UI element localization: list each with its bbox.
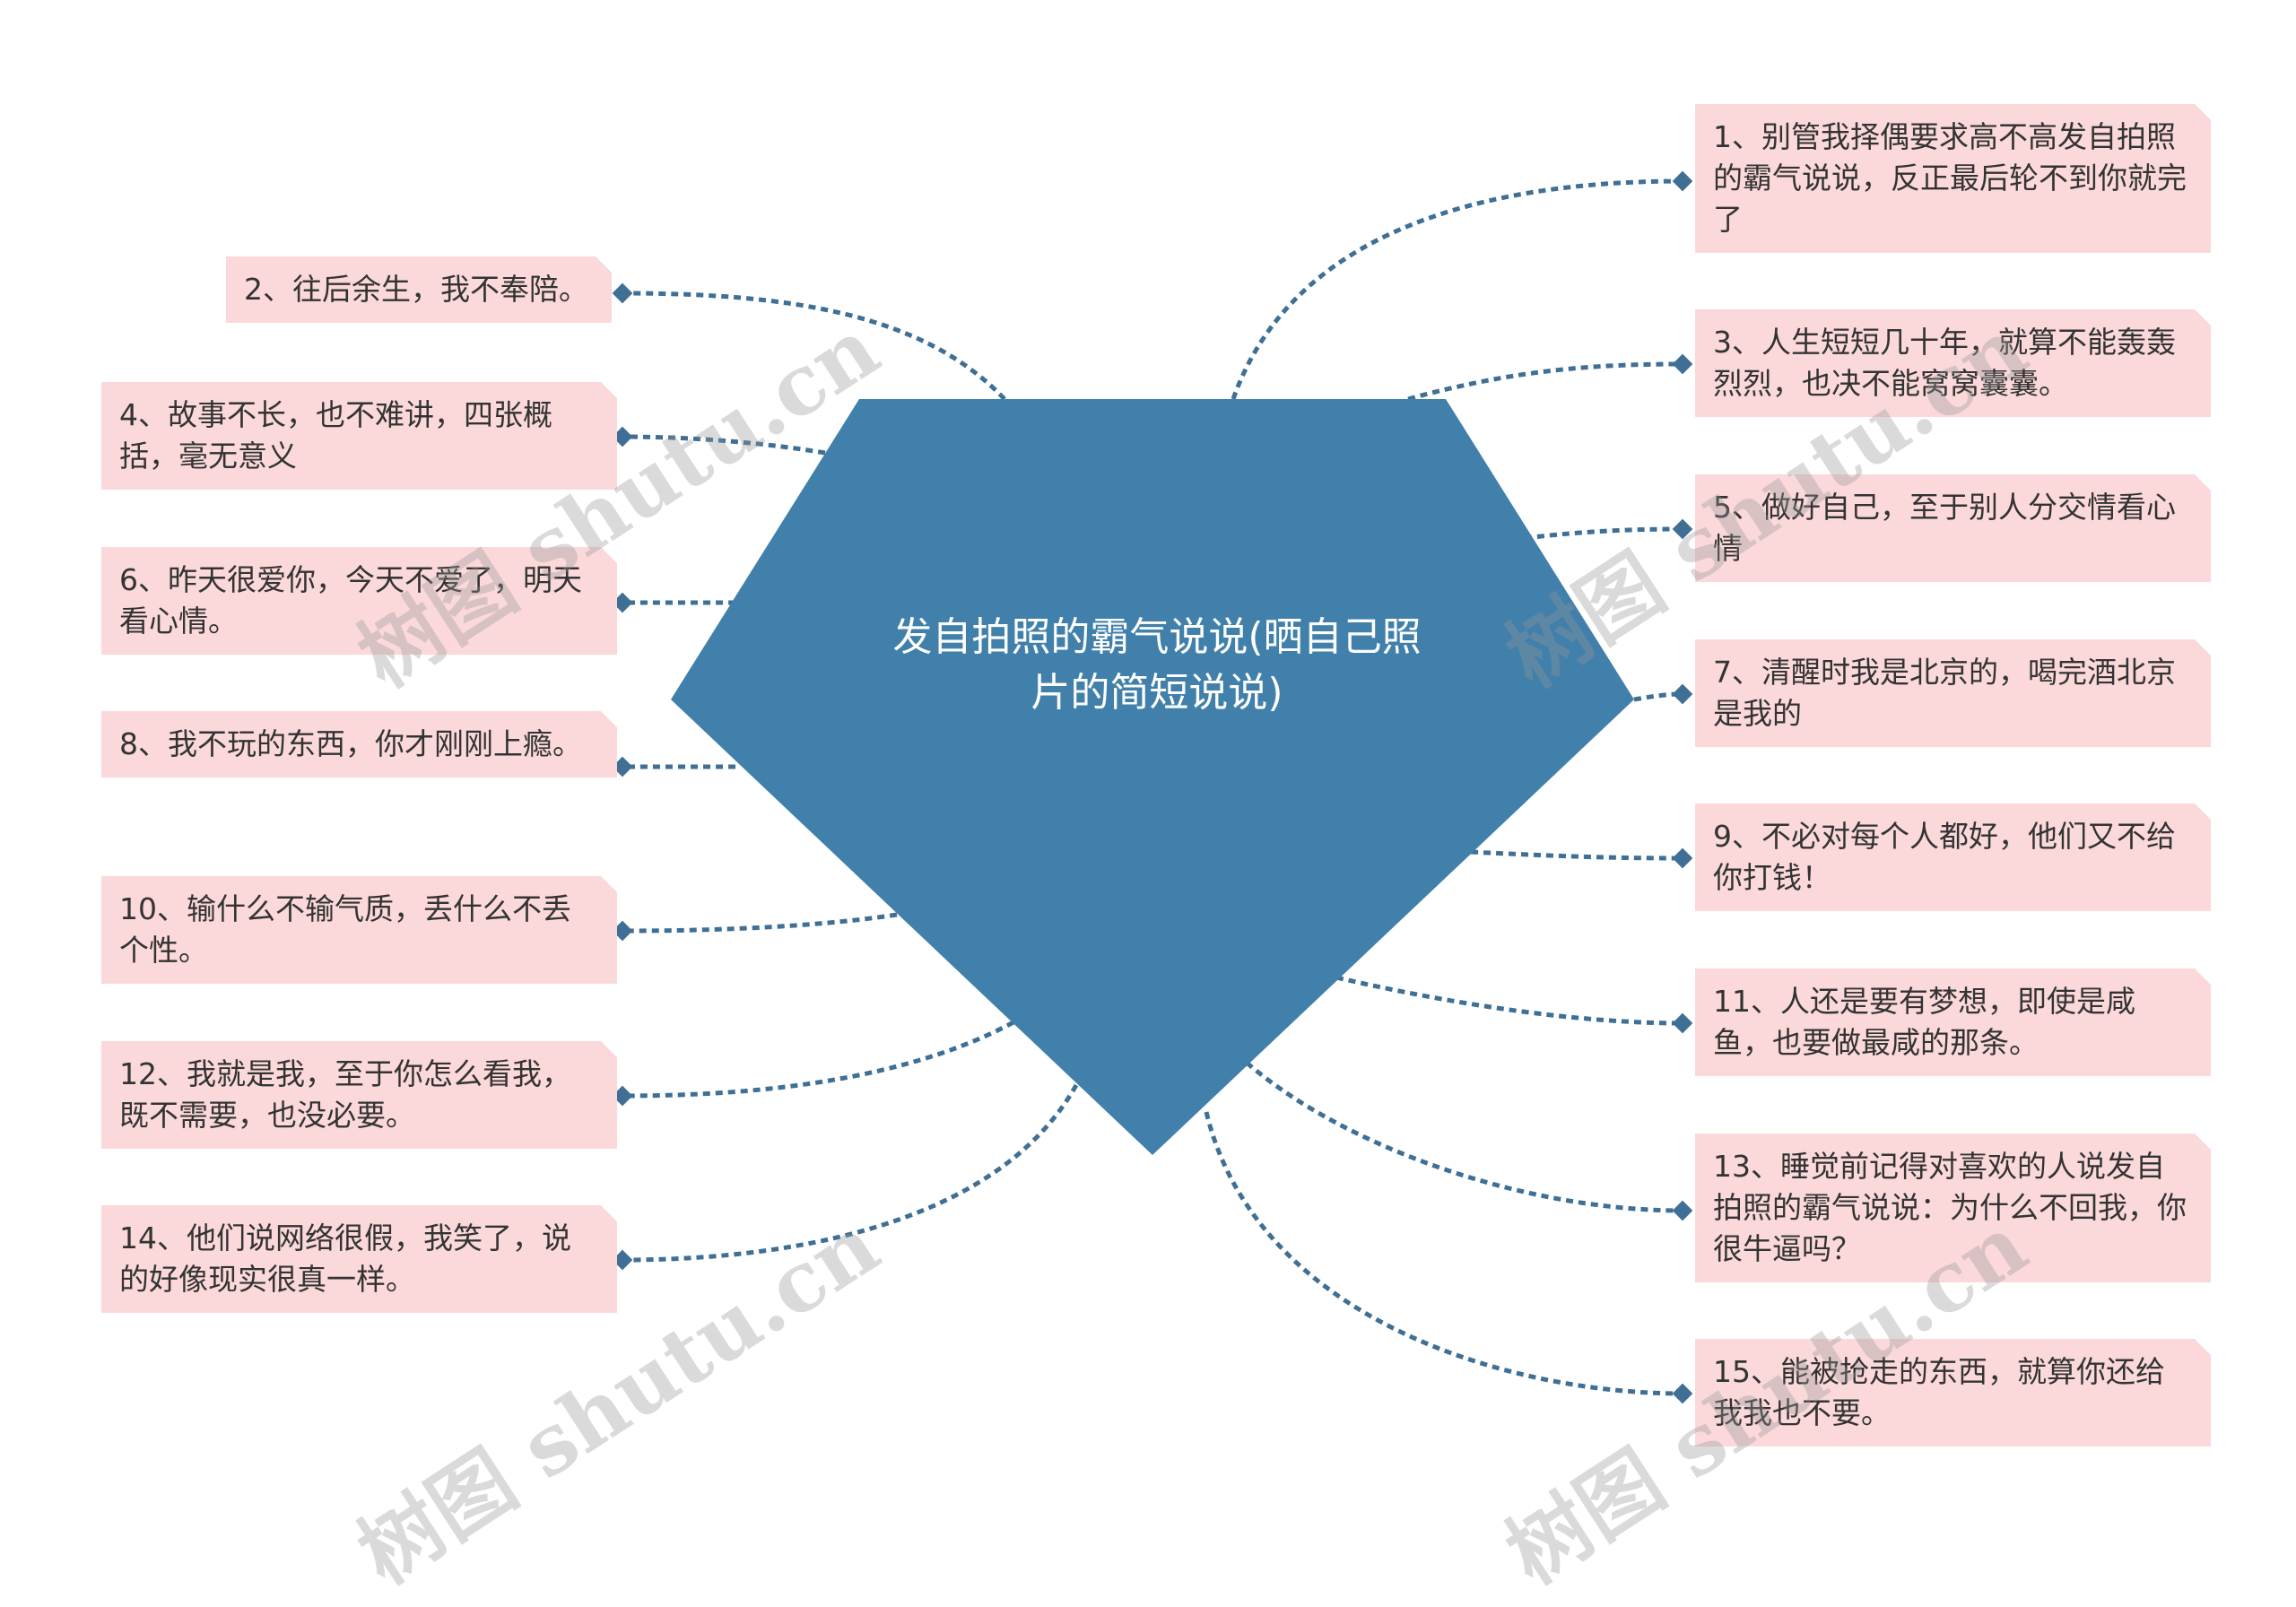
connector-dot-node-5	[1672, 518, 1693, 540]
connector-dot-node-4	[612, 426, 633, 447]
connector-dot-node-7	[1672, 683, 1693, 705]
connector-dot-node-2	[612, 282, 633, 304]
connector-node-4	[622, 434, 826, 456]
connector-dot-layer	[612, 170, 1693, 1404]
connector-dot-node-1	[1672, 170, 1693, 192]
node-2[interactable]: 2、往后余生，我不奉陪。	[226, 256, 612, 323]
node-12[interactable]: 12、我就是我，至于你怎么看我，既不需要，也没必要。	[101, 1041, 617, 1149]
connector-dot-node-10	[612, 920, 633, 942]
connector-dot-node-8	[612, 756, 633, 777]
center-pentagon[interactable]	[671, 399, 1634, 1155]
connector-dot-node-12	[612, 1085, 633, 1107]
connector-dot-node-3	[1672, 353, 1693, 375]
node-13[interactable]: 13、睡觉前记得对喜欢的人说发自拍照的霸气说说：为什么不回我，你很牛逼吗？	[1695, 1134, 2211, 1282]
connector-node-7	[1633, 691, 1683, 702]
node-9[interactable]: 9、不必对每个人都好，他们又不给你打钱！	[1695, 804, 2211, 911]
connector-dot-node-6	[612, 592, 633, 613]
connector-dot-node-15	[1672, 1383, 1693, 1404]
connector-dot-node-9	[1672, 847, 1693, 869]
connector-node-2	[622, 291, 1006, 401]
node-5[interactable]: 5、做好自己，至于别人分交情看心情	[1695, 474, 2211, 582]
connector-node-5	[1524, 526, 1683, 541]
connector-node-13	[1245, 1061, 1683, 1213]
node-14[interactable]: 14、他们说网络很假，我笑了，说的好像现实很真一样。	[101, 1205, 617, 1313]
connector-node-9	[1470, 849, 1683, 861]
connector-dot-node-11	[1672, 1012, 1693, 1034]
node-11[interactable]: 11、人还是要有梦想，即使是咸鱼，也要做最咸的那条。	[1695, 969, 2211, 1076]
connector-node-14	[622, 1083, 1079, 1263]
center-topic-text: 发自拍照的霸气说说(晒自己照片的简短说说)	[892, 614, 1422, 716]
node-3[interactable]: 3、人生短短几十年，就算不能轰轰烈烈，也决不能窝窝囊囊。	[1695, 309, 2211, 417]
connector-dot-node-13	[1672, 1200, 1693, 1221]
connector-dot-node-14	[612, 1249, 633, 1271]
connector-node-12	[622, 1020, 1015, 1099]
node-1[interactable]: 1、别管我择偶要求高不高发自拍照的霸气说说，反正最后轮不到你就完了	[1695, 104, 2211, 253]
connector-node-10	[622, 912, 898, 934]
node-7[interactable]: 7、清醒时我是北京的，喝完酒北京是我的	[1695, 639, 2211, 747]
node-4[interactable]: 4、故事不长，也不难讲，四张概括，毫无意义	[101, 382, 617, 490]
connector-node-3	[1407, 361, 1683, 402]
node-8[interactable]: 8、我不玩的东西，你才刚刚上瘾。	[101, 711, 617, 777]
connector-layer	[622, 178, 1683, 1396]
connector-node-11	[1335, 975, 1683, 1026]
connector-node-15	[1204, 1111, 1683, 1396]
connector-node-1	[1231, 178, 1683, 400]
node-6[interactable]: 6、昨天很爱你，今天不爱了，明天看心情。	[101, 547, 617, 655]
node-10[interactable]: 10、输什么不输气质，丢什么不丢个性。	[101, 876, 617, 984]
node-15[interactable]: 15、能被抢走的东西，就算你还给我我也不要。	[1695, 1339, 2211, 1446]
mindmap-canvas	[612, 170, 1693, 1404]
